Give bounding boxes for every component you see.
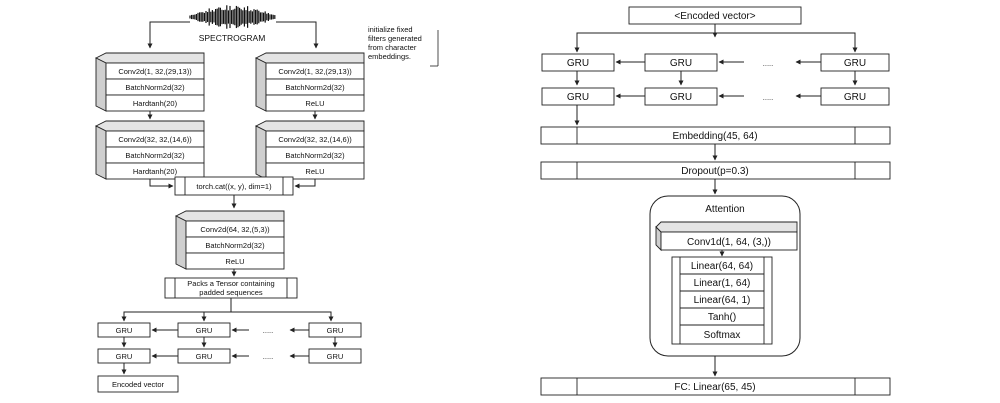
- svg-text:Conv1d(1, 64, (3,)): Conv1d(1, 64, (3,)): [687, 237, 771, 248]
- svg-text:Conv2d(1, 32,(29,13)): Conv2d(1, 32,(29,13)): [278, 67, 352, 76]
- right-decoder-diagram: <Encoded vector> GRU GRU GRU ..... GRU: [540, 6, 891, 396]
- svg-text:GRU: GRU: [196, 352, 213, 361]
- svg-text:GRU: GRU: [327, 352, 344, 361]
- branch-a-conv-block-1: Conv2d(1, 32,(29,13)) BatchNorm2d(32) Ha…: [94, 52, 205, 112]
- branch-b-conv-block-2: Conv2d(32, 32,(14,6)) BatchNorm2d(32) Re…: [254, 120, 365, 180]
- svg-text:initialize fixed: initialize fixed: [368, 25, 413, 34]
- conv1d-block: Conv1d(1, 64, (3,)): [655, 221, 798, 252]
- dropout-block: Dropout(p=0.3): [540, 161, 891, 180]
- svg-text:.....: .....: [763, 59, 773, 68]
- svg-text:ReLU: ReLU: [305, 99, 324, 108]
- right-gru-row-1: GRU GRU GRU .....: [541, 53, 890, 72]
- merged-conv-block: Conv2d(64, 32,(5,3)) BatchNorm2d(32) ReL…: [174, 210, 285, 270]
- branch-b-conv-block-1: Conv2d(1, 32,(29,13)) BatchNorm2d(32) Re…: [254, 52, 365, 112]
- left-gru-row-1: GRU GRU GRU .....: [97, 322, 362, 338]
- initialization-note: initialize fixed filters generated from …: [368, 25, 439, 67]
- svg-text:Encoded vector: Encoded vector: [112, 380, 165, 389]
- svg-text:<Encoded vector>: <Encoded vector>: [674, 11, 755, 22]
- right-gru-row-2: GRU GRU GRU .....: [541, 87, 890, 106]
- svg-text:padded sequences: padded sequences: [199, 288, 263, 297]
- svg-text:.....: .....: [763, 93, 773, 102]
- svg-text:Linear(64, 64): Linear(64, 64): [691, 261, 753, 272]
- left-encoded-vector: Encoded vector: [97, 375, 179, 393]
- svg-text:Linear(64, 1): Linear(64, 1): [694, 295, 751, 306]
- svg-text:Hardtanh(20): Hardtanh(20): [133, 167, 178, 176]
- svg-text:BatchNorm2d(32): BatchNorm2d(32): [285, 83, 345, 92]
- svg-text:Hardtanh(20): Hardtanh(20): [133, 99, 178, 108]
- svg-text:Dropout(p=0.3): Dropout(p=0.3): [681, 166, 749, 177]
- svg-text:Conv2d(64, 32,(5,3)): Conv2d(64, 32,(5,3)): [200, 225, 270, 234]
- svg-text:.....: .....: [263, 326, 273, 335]
- attention-block: Attention Conv1d(1, 64, (3,)) Linear(64,…: [649, 195, 801, 357]
- svg-text:GRU: GRU: [116, 352, 133, 361]
- branch-a-conv-block-2: Conv2d(32, 32,(14,6)) BatchNorm2d(32) Ha…: [94, 120, 205, 180]
- svg-text:Conv2d(1, 32,(29,13)): Conv2d(1, 32,(29,13)): [118, 67, 192, 76]
- svg-text:embeddings.: embeddings.: [368, 52, 411, 61]
- pack-sequence-block: Packs a Tensor containing padded sequenc…: [164, 277, 298, 299]
- left-gru-row-2: GRU GRU GRU .....: [97, 348, 362, 364]
- svg-text:ReLU: ReLU: [225, 257, 244, 266]
- fc-block: FC: Linear(65, 45): [540, 377, 891, 396]
- svg-text:from character: from character: [368, 43, 417, 52]
- svg-text:BatchNorm2d(32): BatchNorm2d(32): [285, 151, 345, 160]
- svg-text:GRU: GRU: [196, 326, 213, 335]
- svg-text:Tanh(): Tanh(): [708, 312, 736, 323]
- svg-text:.....: .....: [263, 352, 273, 361]
- svg-text:Embedding(45, 64): Embedding(45, 64): [672, 131, 757, 142]
- svg-text:FC: Linear(65, 45): FC: Linear(65, 45): [674, 382, 755, 393]
- svg-text:Linear(1, 64): Linear(1, 64): [694, 278, 751, 289]
- embedding-block: Embedding(45, 64): [540, 126, 891, 145]
- svg-text:Conv2d(32, 32,(14,6)): Conv2d(32, 32,(14,6)): [118, 135, 192, 144]
- svg-text:GRU: GRU: [670, 58, 692, 69]
- svg-text:GRU: GRU: [567, 58, 589, 69]
- svg-text:filters generated: filters generated: [368, 34, 422, 43]
- svg-text:GRU: GRU: [670, 92, 692, 103]
- svg-text:GRU: GRU: [844, 92, 866, 103]
- attention-title: Attention: [705, 204, 744, 215]
- svg-text:BatchNorm2d(32): BatchNorm2d(32): [125, 83, 185, 92]
- svg-text:GRU: GRU: [567, 92, 589, 103]
- concat-block: torch.cat((x, y), dim=1): [174, 176, 294, 196]
- svg-text:torch.cat((x, y), dim=1): torch.cat((x, y), dim=1): [196, 182, 272, 191]
- svg-text:Softmax: Softmax: [704, 330, 741, 341]
- spectrogram-waveform-icon: [189, 5, 276, 29]
- right-encoded-vector: <Encoded vector>: [628, 6, 802, 25]
- left-encoder-diagram: SPECTROGRAM initialize fixed filters gen…: [94, 5, 439, 393]
- svg-text:Packs a Tensor containing: Packs a Tensor containing: [187, 279, 274, 288]
- svg-text:BatchNorm2d(32): BatchNorm2d(32): [205, 241, 265, 250]
- attention-layer-stack: Linear(64, 64) Linear(1, 64) Linear(64, …: [671, 256, 773, 345]
- svg-text:GRU: GRU: [327, 326, 344, 335]
- svg-text:GRU: GRU: [844, 58, 866, 69]
- spectrogram-label: SPECTROGRAM: [199, 33, 266, 43]
- svg-text:ReLU: ReLU: [305, 167, 324, 176]
- svg-text:BatchNorm2d(32): BatchNorm2d(32): [125, 151, 185, 160]
- svg-text:Conv2d(32, 32,(14,6)): Conv2d(32, 32,(14,6)): [278, 135, 352, 144]
- svg-text:GRU: GRU: [116, 326, 133, 335]
